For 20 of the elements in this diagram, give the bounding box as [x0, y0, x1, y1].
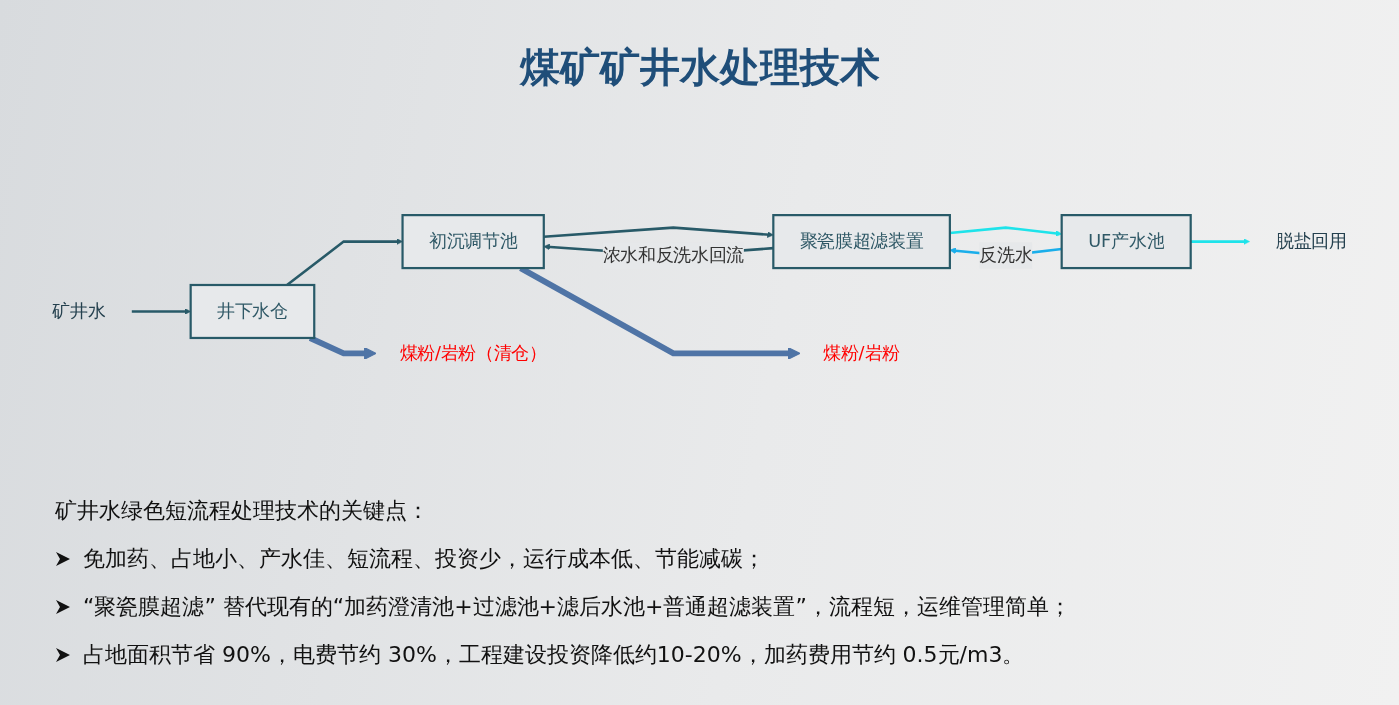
title: 煤矿矿井水处理技术 — [519, 43, 880, 92]
bullet-text: 免加药、占地小、产水佳、短流程、投资少，运行成本低、节能减碳； — [83, 545, 765, 573]
bullet-text: “聚瓷膜超滤” 替代现有的“加药澄清池+过滤池+滤后水池+普通超滤装置”，流程短，运维管理简单； — [83, 593, 1071, 621]
node-box: 井下水仓 — [189, 283, 316, 340]
node-box: 初沉调节池 — [401, 214, 545, 270]
arrow — [1190, 238, 1250, 245]
note-heading: 矿井水绿色短流程处理技术的关键点： — [55, 497, 429, 525]
node-text: 脱盐回用 — [1276, 231, 1347, 252]
arrow — [131, 308, 191, 315]
node-text: 煤粉/岩粉（清仓） — [399, 343, 547, 364]
edge-label: 浓水和反洗水回流 — [602, 245, 744, 266]
node-text: 煤粉/岩粉 — [823, 343, 900, 364]
bullet-text: 占地面积节省 90%，电费节约 30%，工程建设投资降低约10-20%，加药费用节约 0.5元/m3。 — [83, 641, 1025, 669]
edge-label: 反洗水 — [979, 245, 1033, 266]
node-box: 聚瓷膜超滤装置 — [772, 214, 951, 270]
arrow — [949, 226, 1062, 237]
arrow — [543, 226, 774, 238]
node-text: 矿井水 — [52, 301, 106, 322]
node-box: UF产水池 — [1060, 214, 1192, 270]
arrow — [308, 335, 377, 360]
